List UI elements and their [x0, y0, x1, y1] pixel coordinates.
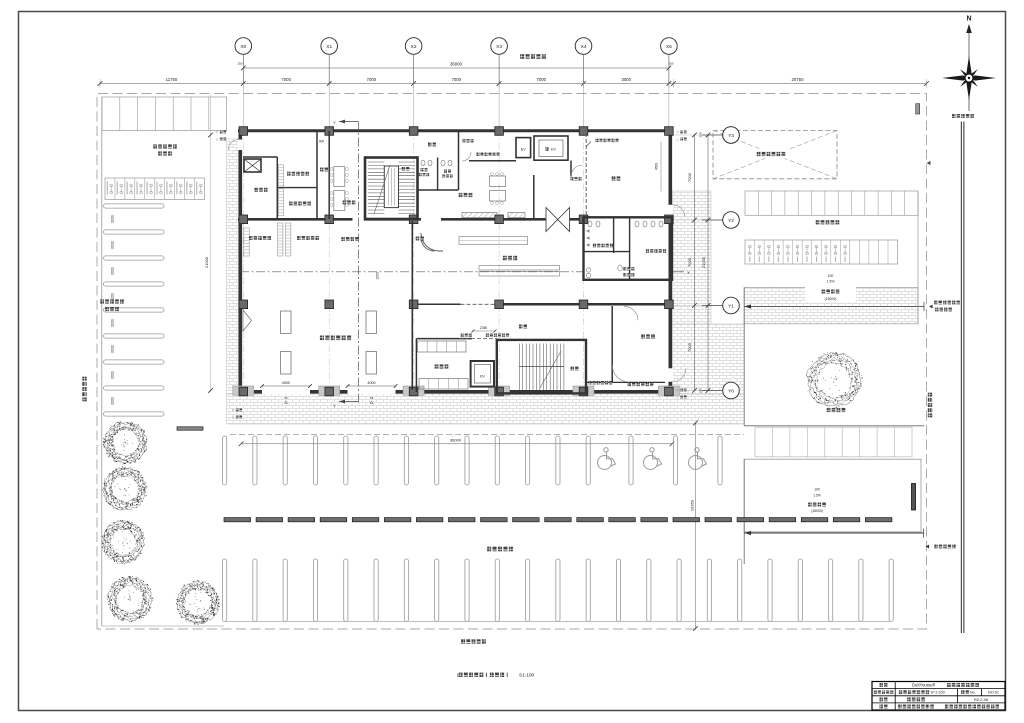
svg-text:55: 55 [370, 396, 374, 400]
svg-text:X0: X0 [240, 44, 246, 50]
svg-text:36000: 36000 [450, 62, 463, 67]
svg-text:No.: No. [970, 691, 976, 695]
svg-text:R2-2-06: R2-2-06 [974, 697, 988, 702]
svg-text:19350: 19350 [689, 499, 694, 511]
svg-text:900: 900 [319, 139, 325, 143]
svg-text:4500: 4500 [655, 163, 659, 171]
svg-text:Y3: Y3 [728, 133, 734, 139]
svg-text:7000: 7000 [281, 77, 291, 82]
svg-text:Y: Y [333, 403, 336, 408]
svg-text:1.5%: 1.5% [813, 493, 821, 497]
svg-text:Y0: Y0 [728, 388, 734, 394]
svg-text:3000: 3000 [621, 77, 631, 82]
svg-text:S=1:100: S=1:100 [931, 691, 945, 695]
svg-text:1900: 1900 [376, 272, 380, 280]
svg-text:Y1: Y1 [728, 303, 734, 309]
svg-text:▽: ▽ [232, 408, 235, 412]
svg-text:4000: 4000 [282, 381, 290, 385]
svg-text:NO.01: NO.01 [988, 691, 999, 695]
svg-text:Y2: Y2 [728, 218, 734, 224]
svg-text:250: 250 [668, 61, 673, 65]
svg-text:Y: Y [333, 120, 336, 125]
svg-text:250: 250 [699, 388, 703, 393]
svg-text:36000: 36000 [450, 437, 462, 442]
svg-text:20750: 20750 [792, 77, 805, 82]
svg-text:△: △ [676, 395, 679, 399]
svg-text:21000: 21000 [701, 256, 706, 268]
svg-text:7000: 7000 [687, 172, 692, 182]
svg-text:△: △ [216, 137, 219, 141]
svg-text:2350: 2350 [480, 326, 488, 330]
svg-text:EV: EV [480, 375, 485, 379]
svg-text:7000: 7000 [452, 77, 462, 82]
svg-text:7000: 7000 [537, 77, 547, 82]
svg-text:EV: EV [551, 147, 556, 151]
svg-text:S1:100: S1:100 [519, 673, 535, 679]
svg-text:7000: 7000 [687, 257, 692, 267]
svg-text:7000: 7000 [367, 77, 377, 82]
svg-text:(15000): (15000) [811, 509, 823, 513]
svg-text:N: N [966, 16, 971, 23]
svg-text:X2: X2 [411, 44, 417, 50]
svg-text:11750: 11750 [166, 77, 178, 82]
svg-text:(15000): (15000) [825, 297, 837, 301]
svg-text:100: 100 [814, 488, 820, 492]
svg-text:250: 250 [237, 61, 242, 65]
svg-text:1: 1 [457, 673, 460, 678]
svg-text:▽: ▽ [676, 388, 679, 392]
svg-text:X4: X4 [581, 44, 587, 50]
svg-text:1.5%: 1.5% [827, 279, 835, 283]
svg-text:△: △ [676, 137, 679, 141]
svg-text:X: X [687, 270, 690, 275]
svg-text:X5: X5 [666, 44, 672, 50]
svg-text:△: △ [232, 415, 235, 419]
svg-text:DoItYourself: DoItYourself [912, 683, 935, 688]
svg-text:EV: EV [521, 147, 526, 151]
svg-text:250: 250 [699, 132, 703, 137]
svg-text:▽: ▽ [676, 130, 679, 134]
svg-text:▽: ▽ [216, 130, 219, 134]
svg-text:100: 100 [828, 274, 834, 278]
svg-text:4000: 4000 [367, 381, 375, 385]
svg-text:X1: X1 [326, 44, 332, 50]
svg-text:X3: X3 [496, 44, 502, 50]
svg-text:21000: 21000 [204, 256, 209, 268]
svg-text:7000: 7000 [687, 342, 692, 352]
svg-text:55: 55 [284, 396, 288, 400]
